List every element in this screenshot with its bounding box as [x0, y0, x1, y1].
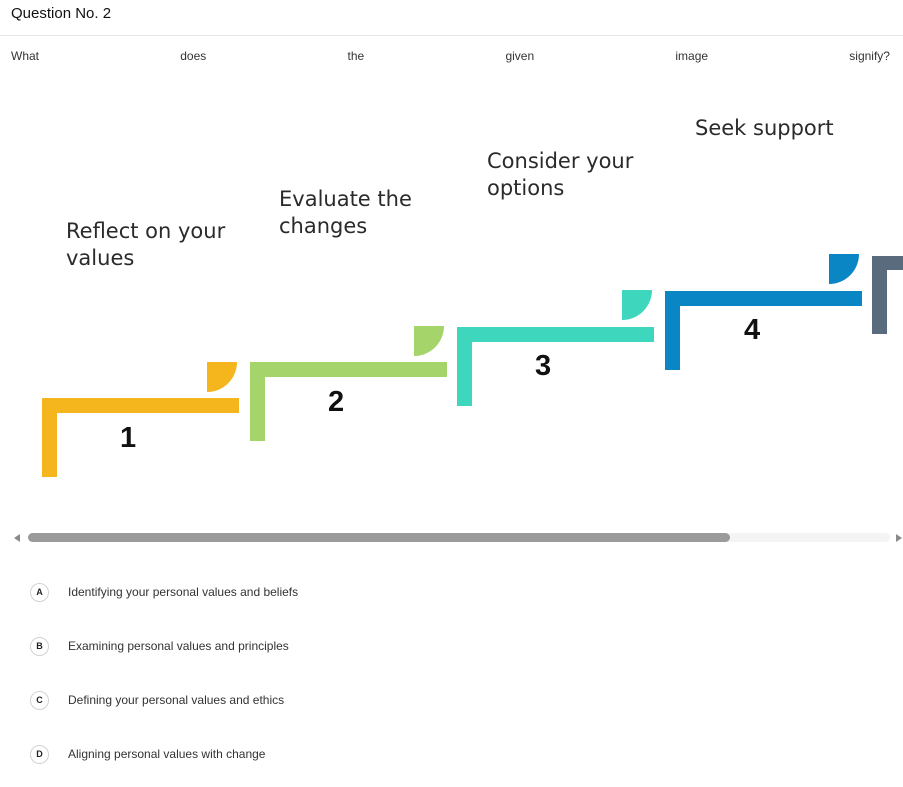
question-word: the [347, 49, 365, 63]
scroll-left-arrow-icon[interactable] [14, 534, 20, 542]
step-2-curl [414, 326, 444, 356]
step-1-riser [42, 398, 57, 477]
option-b[interactable]: B Examining personal values and principl… [30, 636, 289, 656]
option-letter-badge[interactable]: C [30, 690, 49, 710]
step-3-riser [457, 327, 472, 406]
option-letter-badge[interactable]: D [30, 744, 49, 764]
question-title: Question No. 2 [11, 5, 112, 22]
option-text[interactable]: Examining personal values and principles [68, 639, 289, 653]
header-divider [0, 35, 903, 36]
option-text[interactable]: Defining your personal values and ethics [68, 693, 285, 707]
step-2-label-line: changes [279, 214, 368, 238]
step-3-label-line: Consider your [487, 149, 634, 173]
question-text: What does the given image signify? [11, 49, 890, 63]
question-word: does [180, 49, 207, 63]
step-1-tread [42, 398, 239, 413]
step-2-number: 2 [328, 386, 345, 418]
step-4-curl [829, 254, 859, 284]
option-c[interactable]: C Defining your personal values and ethi… [30, 690, 284, 710]
option-letter-badge[interactable]: B [30, 636, 49, 656]
scroll-right-arrow-icon[interactable] [896, 534, 902, 542]
step-1-label-line: values [66, 246, 135, 270]
option-d[interactable]: D Aligning personal values with change [30, 744, 265, 764]
step-3-curl [622, 290, 652, 320]
step-3-number: 3 [535, 350, 552, 382]
question-word: What [11, 49, 40, 63]
option-letter-badge[interactable]: A [30, 582, 49, 602]
step-3-label: Consider your options [487, 148, 633, 202]
horizontal-scrollbar[interactable] [0, 530, 903, 546]
step-4-label: Seek support [695, 115, 834, 142]
step-2-riser [250, 362, 265, 441]
step-1-number: 1 [120, 422, 137, 454]
step-4-label-line: Seek support [695, 116, 834, 140]
step-2-label: Evaluate the changes [279, 186, 412, 240]
step-1-label: Reflect on your values [66, 218, 225, 272]
step-5-riser [872, 256, 887, 334]
step-2-label-line: Evaluate the [279, 187, 412, 211]
option-text[interactable]: Identifying your personal values and bel… [68, 585, 299, 599]
steps-figure: Reflect on your values 1 Evaluate the ch… [0, 90, 903, 530]
step-4-number: 4 [744, 314, 761, 346]
scroll-thumb[interactable] [28, 533, 730, 542]
step-1-curl [207, 362, 237, 392]
question-word: signify? [849, 49, 890, 63]
question-word: image [675, 49, 709, 63]
step-3-label-line: options [487, 176, 565, 200]
step-2-tread [250, 362, 447, 377]
option-a[interactable]: A Identifying your personal values and b… [30, 582, 298, 602]
step-4-tread [665, 291, 862, 306]
step-1-label-line: Reflect on your [66, 219, 226, 243]
option-text[interactable]: Aligning personal values with change [68, 747, 266, 761]
step-3-tread [457, 327, 654, 342]
question-word: given [505, 49, 535, 63]
step-4-riser [665, 291, 680, 370]
